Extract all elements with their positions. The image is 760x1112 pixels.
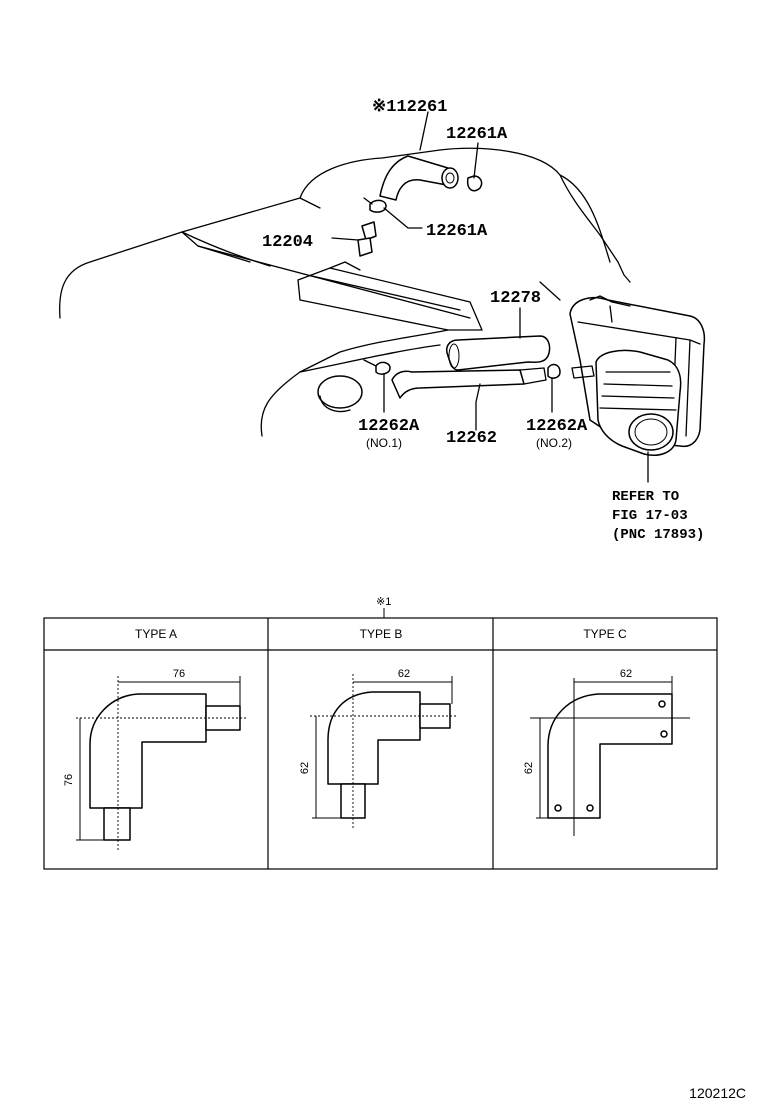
label-12204: 12204 — [262, 233, 313, 252]
type-b-hose-drawing: 62 62 — [299, 668, 456, 828]
refer-line2: FIG 17-03 — [612, 508, 688, 524]
type-b-width-dim: 62 — [398, 668, 410, 680]
hose-12278 — [446, 307, 551, 371]
type-c-height-dim: 62 — [523, 762, 535, 774]
label-12262A-right-sub: (NO.2) — [536, 436, 572, 450]
label-12262A-left-sub: (NO.1) — [366, 436, 402, 450]
figure-code: 120212C — [689, 1085, 746, 1101]
clip-12262A-right — [547, 363, 561, 413]
pcv-hose-12261 — [379, 111, 459, 201]
refer-line1: REFER TO — [612, 489, 679, 505]
type-b-height-dim: 62 — [299, 762, 311, 774]
label-12261: ※112261 — [372, 98, 447, 117]
label-12278: 12278 — [490, 289, 541, 308]
header-type-b: TYPE B — [360, 627, 403, 641]
table-marker: ※1 — [376, 596, 391, 608]
type-a-hose-drawing: 76 76 — [63, 668, 246, 850]
type-c-width-dim: 62 — [620, 668, 632, 680]
hose-12262 — [391, 367, 547, 431]
pcv-valve-12204 — [331, 221, 377, 257]
clip-12261A-mid — [363, 197, 423, 229]
air-cleaner — [569, 295, 706, 483]
oil-cap — [317, 375, 363, 409]
type-c-hose-drawing: 62 62 — [523, 668, 690, 836]
clip-12261A-top — [466, 142, 483, 192]
type-a-width-dim: 76 — [173, 668, 185, 680]
label-12262A-right: 12262A — [526, 417, 588, 436]
header-type-c: TYPE C — [583, 627, 627, 641]
engine-illustration — [58, 147, 631, 437]
label-12261A-mid: 12261A — [426, 222, 488, 241]
clip-12262A-left — [363, 359, 391, 413]
refer-line3: (PNC 17893) — [612, 527, 704, 543]
label-12262: 12262 — [446, 429, 497, 448]
header-type-a: TYPE A — [135, 627, 177, 641]
label-12261A-top: 12261A — [446, 125, 508, 144]
label-12262A-left: 12262A — [358, 417, 420, 436]
type-table: TYPE A TYPE B TYPE C — [43, 617, 718, 870]
type-a-height-dim: 76 — [63, 774, 75, 786]
